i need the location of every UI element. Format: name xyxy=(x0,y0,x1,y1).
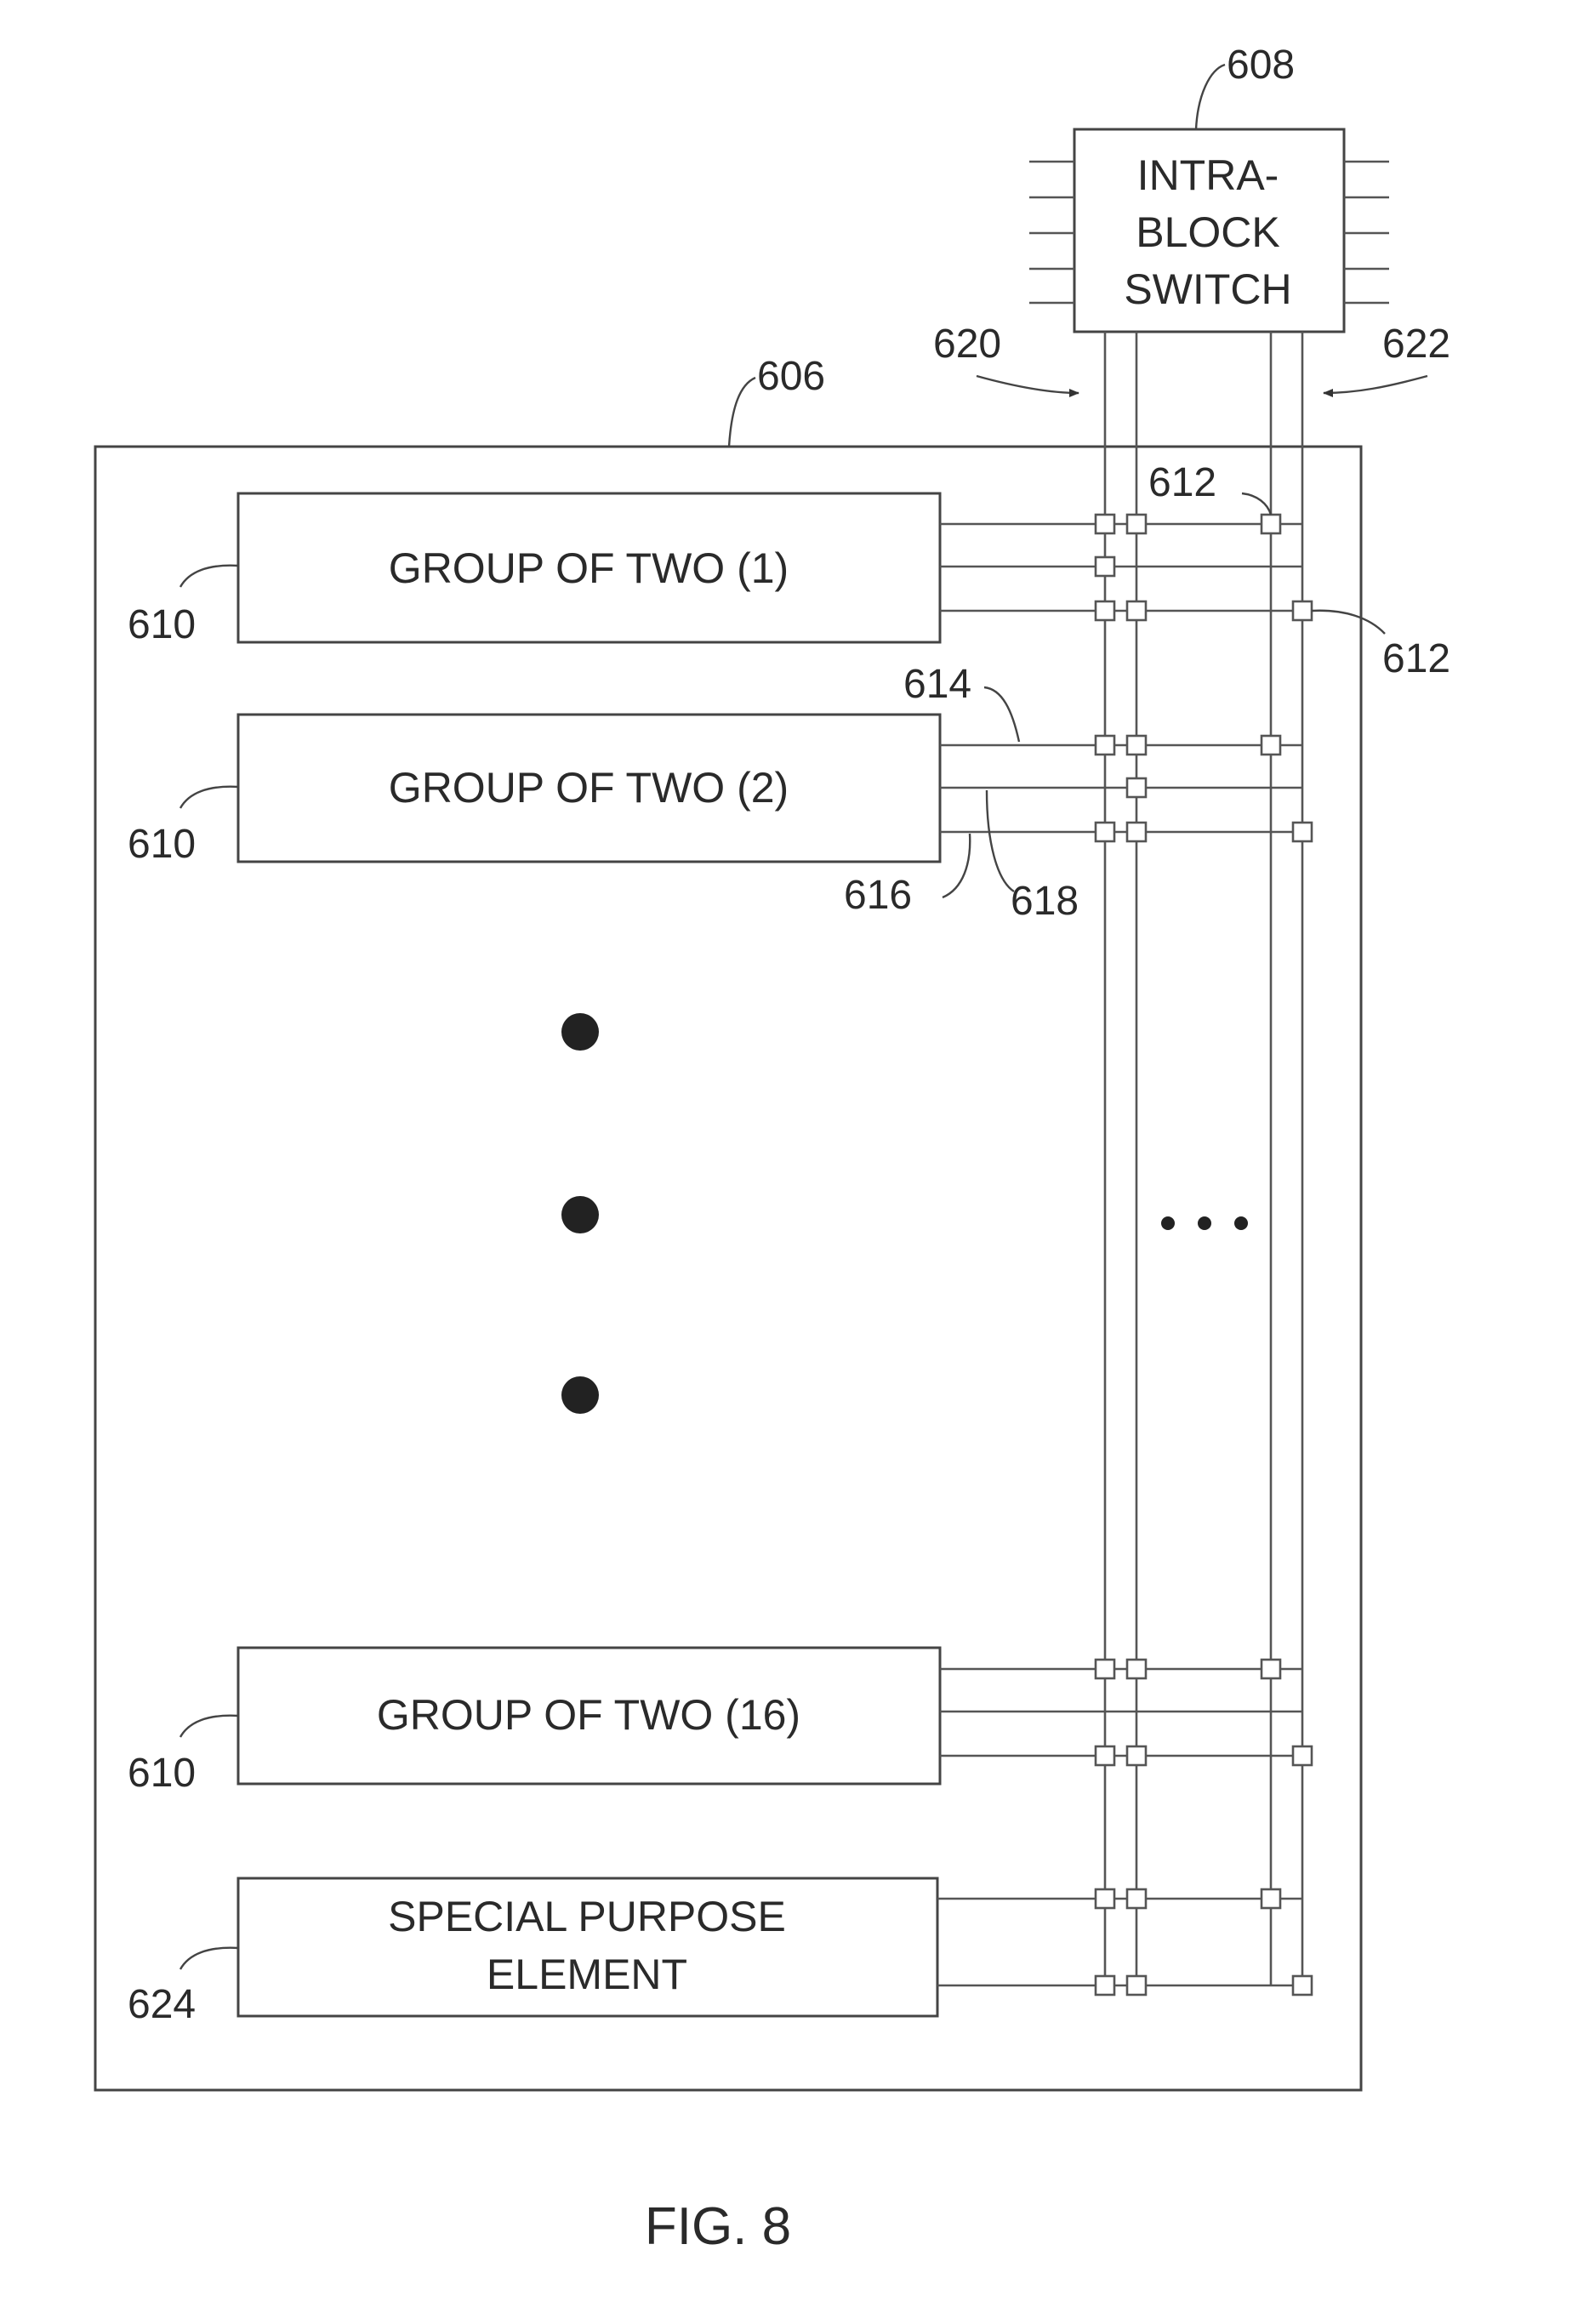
group-label: GROUP OF TWO (2) xyxy=(389,764,789,812)
group-1-ref: 610 xyxy=(128,602,196,647)
block-ref-leader xyxy=(729,378,755,447)
bus-right-ref: 622 xyxy=(1382,322,1450,367)
wire-c-ref: 618 xyxy=(1011,879,1079,924)
bus-left-ref: 620 xyxy=(933,322,1001,367)
group-2-ref: 610 xyxy=(128,822,196,867)
bus-left-arrow xyxy=(977,376,1079,393)
group-label: GROUP OF TWO (1) xyxy=(389,544,789,592)
crosspoint-side-ref: 612 xyxy=(1382,636,1450,681)
group-of-two-1: GROUP OF TWO (1) xyxy=(238,493,940,642)
group-of-two-16: GROUP OF TWO (16) xyxy=(238,1648,940,1784)
intra-block-switch: INTRA- BLOCK SWITCH xyxy=(1029,129,1389,332)
group-label: GROUP OF TWO (16) xyxy=(377,1691,800,1739)
switch-label-line-1: INTRA- xyxy=(1137,151,1279,199)
wire-a-ref: 614 xyxy=(903,662,971,707)
switch-left-pins xyxy=(1029,162,1074,303)
wire-b-ref: 616 xyxy=(844,873,912,918)
crosspoint-top-ref: 612 xyxy=(1148,460,1216,505)
switch-right-pins xyxy=(1344,162,1389,303)
logic-block xyxy=(95,447,1361,2090)
figure-caption: FIG. 8 xyxy=(645,2197,791,2256)
switch-ref: 608 xyxy=(1227,43,1295,88)
bus-right-arrow xyxy=(1324,376,1427,393)
group-of-two-2: GROUP OF TWO (2) xyxy=(238,715,940,862)
block-ref: 606 xyxy=(757,354,825,399)
switch-label-line-2: BLOCK xyxy=(1136,208,1280,256)
group-16-ref: 610 xyxy=(128,1751,196,1796)
special-purpose-element: SPECIAL PURPOSE ELEMENT xyxy=(238,1878,937,2016)
special-label-line-1: SPECIAL PURPOSE xyxy=(388,1893,786,1940)
special-ref: 624 xyxy=(128,1982,196,2027)
switch-ref-leader xyxy=(1196,65,1225,129)
special-label-line-2: ELEMENT xyxy=(487,1951,687,1998)
switch-label-line-3: SWITCH xyxy=(1124,265,1291,313)
